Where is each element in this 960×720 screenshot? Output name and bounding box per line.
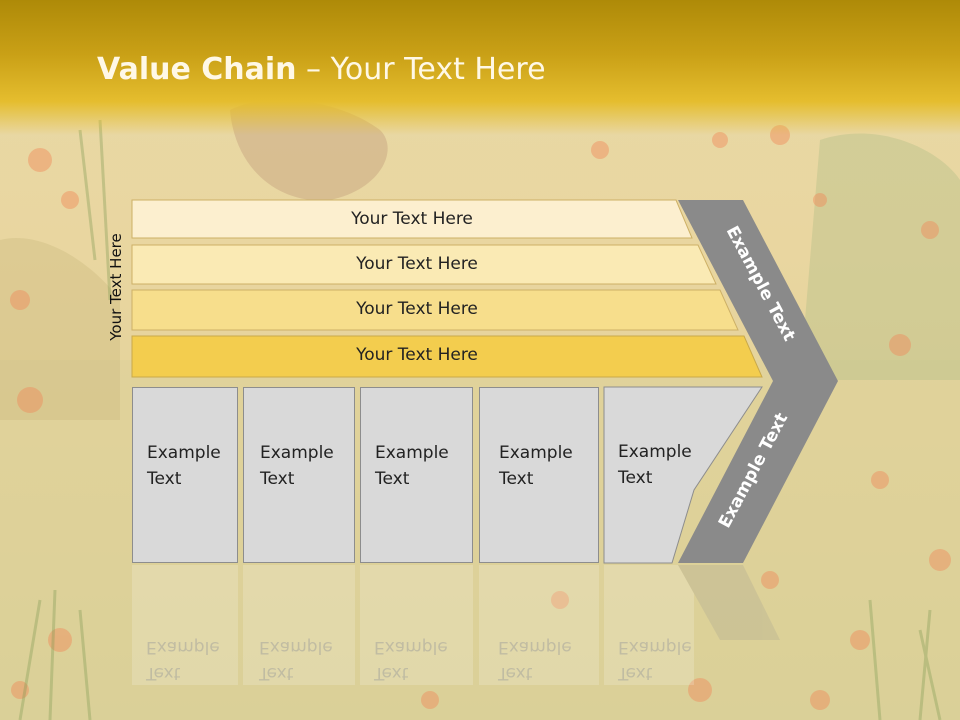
bar-3: Your Text Here	[132, 290, 702, 328]
box-4-line2: Text	[499, 469, 534, 489]
title-rest: – Your Text Here	[296, 52, 546, 87]
box-3-reflection: Text Example	[374, 634, 448, 686]
box-3-line1: Example	[375, 443, 449, 463]
box-5-line1: Example	[618, 442, 692, 462]
box-5-line2: Text	[618, 468, 653, 488]
bar-1-label: Your Text Here	[351, 209, 473, 229]
box-2-reflection-line1: Example	[259, 637, 333, 657]
box-3-reflection-line2: Text	[374, 663, 409, 683]
box-1-line2: Text	[147, 469, 182, 489]
bar-1: Your Text Here	[132, 200, 692, 238]
bar-2: Your Text Here	[132, 245, 702, 283]
header-band	[0, 0, 960, 135]
box-3-reflection-line1: Example	[374, 637, 448, 657]
box-5-reflection: Text Example	[618, 634, 692, 686]
box-1-reflection-line2: Text	[146, 663, 181, 683]
box-5-reflection-line2: Text	[618, 663, 653, 683]
box-5-shape	[603, 386, 763, 564]
box-2-line1: Example	[260, 443, 334, 463]
arrow-chevron	[678, 200, 838, 563]
box-4-reflection-line2: Text	[498, 663, 533, 683]
page-title: Value Chain – Your Text Here	[97, 52, 546, 87]
bar-3-shape	[131, 289, 739, 331]
box-2-line2: Text	[260, 469, 295, 489]
title-bold: Value Chain	[97, 52, 297, 87]
box-4-line1: Example	[499, 443, 573, 463]
box-4-reflection-line1: Example	[498, 637, 572, 657]
box-2-reflection-line2: Text	[259, 663, 294, 683]
box-1-line1: Example	[147, 443, 221, 463]
bar-2-label: Your Text Here	[356, 254, 478, 274]
bar-4: Your Text Here	[132, 336, 702, 374]
box-1-reflection-line1: Example	[146, 637, 220, 657]
box-5-reflection-line1: Example	[618, 637, 692, 657]
bar-3-label: Your Text Here	[356, 299, 478, 319]
bar-1-shape	[131, 199, 693, 239]
box-3-line2: Text	[375, 469, 410, 489]
bar-4-shape	[131, 335, 763, 378]
box-4-reflection: Text Example	[498, 634, 572, 686]
box-2-reflection: Text Example	[259, 634, 333, 686]
bar-2-shape	[131, 244, 717, 285]
box-1-reflection: Text Example	[146, 634, 220, 686]
bar-4-label: Your Text Here	[356, 345, 478, 365]
